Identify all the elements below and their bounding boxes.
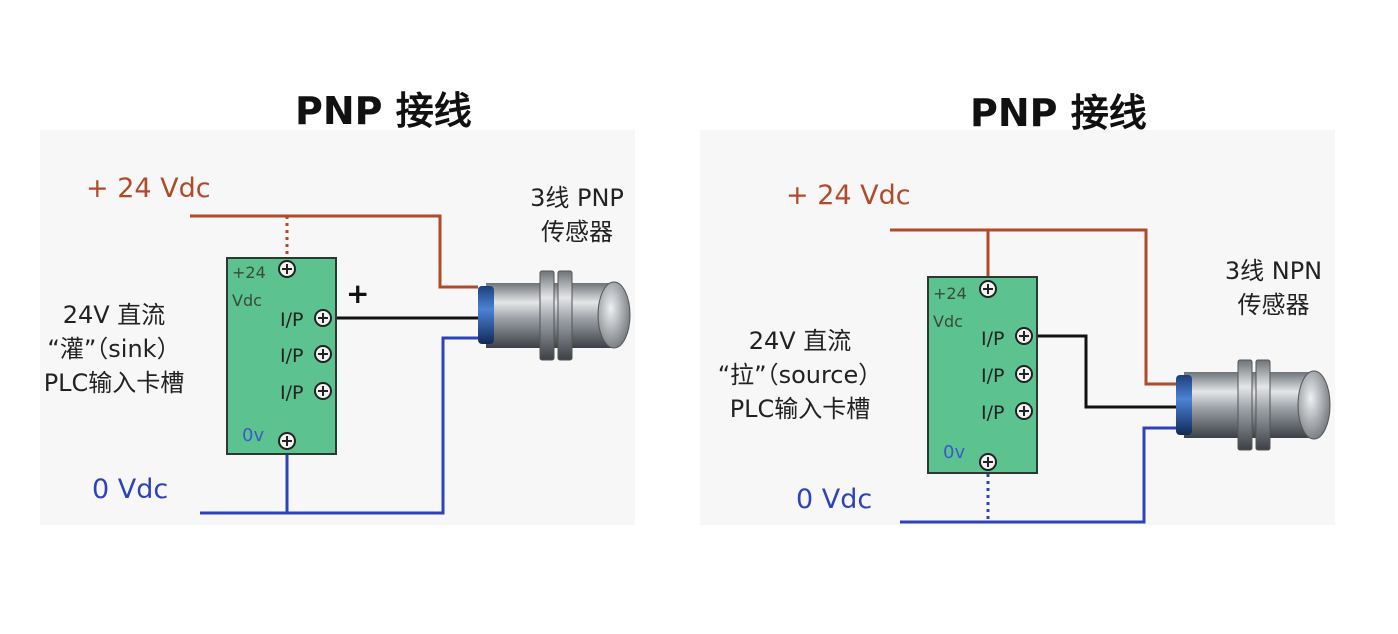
left-card-supply-top: +24 — [232, 263, 266, 282]
right-card-zero: 0v — [943, 442, 966, 463]
right-sensor-label-line1: 3线 NPN — [1224, 257, 1323, 285]
right-plc-label-line3: PLC输入卡槽 — [729, 395, 871, 423]
right-card-supply-bottom: Vdc — [933, 312, 963, 331]
right-card-input-1: I/P — [981, 328, 1005, 350]
right-sensor — [1176, 359, 1331, 451]
right-plc-label: 24V 直流 “拉”（source） PLC输入卡槽 — [700, 324, 900, 426]
right-card-supply-top: +24 — [933, 284, 967, 303]
left-sensor — [478, 270, 631, 361]
right-card-input-3: I/P — [981, 402, 1005, 424]
left-sensor-label-line2: 传感器 — [541, 218, 613, 246]
right-zero-label: 0 Vdc — [796, 484, 873, 515]
right-signal-wire — [1024, 334, 1176, 409]
right-card-input-2: I/P — [981, 365, 1005, 387]
left-sensor-label-line1: 3线 PNP — [530, 184, 624, 212]
left-output-polarity: + — [346, 277, 370, 310]
left-plc-card: +24 Vdc I/P I/P I/P 0v — [226, 257, 337, 455]
left-card-input-1: I/P — [280, 309, 304, 331]
left-sensor-label: 3线 PNP 传感器 — [502, 181, 652, 249]
right-diagram-wires — [890, 228, 1176, 524]
left-zero-wire — [200, 336, 478, 515]
left-positive-wire — [190, 214, 478, 289]
right-sensor-label: 3线 NPN 传感器 — [1196, 254, 1351, 322]
left-diagram-wires — [190, 214, 478, 515]
left-plc-label-line2: “灌”（sink） — [47, 335, 181, 363]
right-positive-wire — [890, 228, 1176, 386]
left-card-zero: 0v — [242, 425, 265, 446]
right-plc-label-line1: 24V 直流 — [748, 327, 852, 355]
left-card-input-3: I/P — [280, 382, 304, 404]
left-title: PNP 接线 — [295, 89, 472, 133]
left-positive-label: + 24 Vdc — [86, 173, 211, 204]
right-plc-card: +24 Vdc I/P I/P I/P 0v — [927, 276, 1038, 474]
right-sensor-label-line2: 传感器 — [1237, 291, 1310, 319]
left-plc-label-line1: 24V 直流 — [62, 301, 166, 329]
right-zero-wire — [900, 426, 1176, 524]
left-card-input-2: I/P — [280, 345, 304, 367]
right-plc-label-line2: “拉”（source） — [717, 361, 883, 389]
right-positive-label: + 24 Vdc — [786, 180, 911, 211]
left-plc-label-line3: PLC输入卡槽 — [43, 369, 185, 397]
left-card-supply-bottom: Vdc — [232, 291, 262, 310]
left-plc-label: 24V 直流 “灌”（sink） PLC输入卡槽 — [18, 298, 210, 400]
left-zero-label: 0 Vdc — [92, 474, 169, 505]
right-title: PNP 接线 — [970, 91, 1147, 135]
